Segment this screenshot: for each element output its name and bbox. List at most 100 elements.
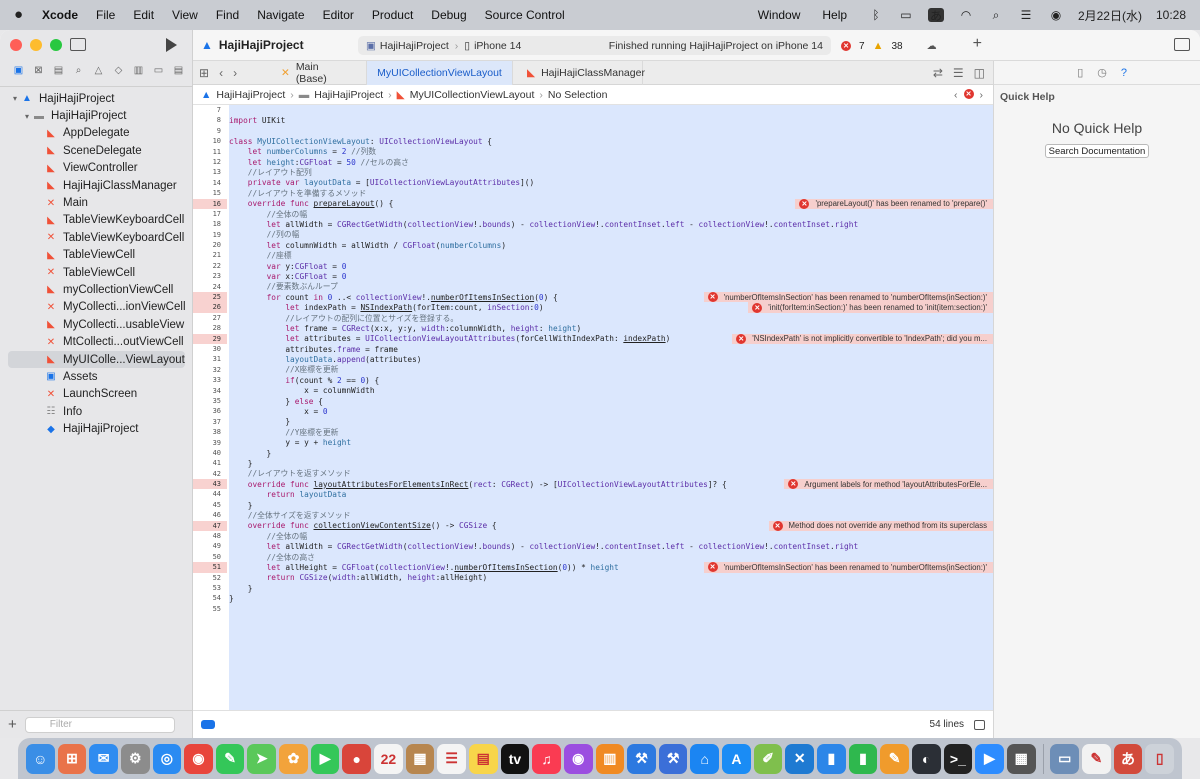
- code-line[interactable]: var y:CGFloat = 0: [229, 261, 993, 271]
- line-number[interactable]: 28: [212, 324, 221, 333]
- next-issue-icon[interactable]: ›: [979, 88, 984, 101]
- code-line[interactable]: //Y座標を更新: [229, 427, 993, 437]
- history-inspector-icon[interactable]: ◷: [1097, 67, 1107, 79]
- sidebar-item[interactable]: ◆HajiHajiProject: [0, 420, 193, 437]
- line-number[interactable]: 50: [212, 552, 221, 561]
- facetime-icon[interactable]: ▶: [310, 743, 340, 774]
- calendar-icon[interactable]: 22: [374, 743, 403, 774]
- vscode-icon[interactable]: ✕: [785, 743, 815, 774]
- line-number[interactable]: 49: [212, 542, 221, 551]
- issue-navigator-icon[interactable]: △: [94, 65, 103, 76]
- line-number[interactable]: 17: [212, 209, 221, 218]
- menu-app-name[interactable]: Xcode: [42, 8, 79, 22]
- run-button[interactable]: [166, 38, 177, 52]
- line-number[interactable]: 54: [212, 594, 221, 603]
- terminal-icon[interactable]: >_: [943, 743, 973, 774]
- pages-icon[interactable]: ✎: [880, 743, 909, 774]
- swap-icon[interactable]: ⇄: [932, 65, 943, 80]
- preview-icon[interactable]: ▭: [1050, 743, 1080, 774]
- toggle-navigator-icon[interactable]: [70, 38, 86, 51]
- code-line[interactable]: //X座標を更新: [229, 365, 993, 375]
- code-line[interactable]: let allWidth = CGRectGetWidth(collection…: [229, 219, 993, 229]
- code-line[interactable]: //全体の幅: [229, 209, 993, 219]
- disclosure-triangle-icon[interactable]: ▾: [12, 94, 17, 104]
- sidebar-item[interactable]: ▾▬HajiHajiProject: [0, 107, 193, 124]
- code-line[interactable]: //全体サイズを返すメソッド: [229, 510, 993, 520]
- chrome-icon[interactable]: ◉: [184, 743, 213, 774]
- line-number[interactable]: 52: [212, 573, 221, 582]
- code-line[interactable]: y = y + height: [229, 438, 993, 448]
- settings-icon[interactable]: ⚙: [120, 743, 150, 774]
- wifi-icon[interactable]: ◠: [960, 8, 972, 22]
- file-inspector-icon[interactable]: ▯: [1077, 67, 1084, 79]
- code-line[interactable]: if(count % 2 == 0) {: [229, 375, 993, 385]
- code-line[interactable]: for count in 0 ..< collectionView!.numbe…: [229, 292, 993, 303]
- code-line[interactable]: }: [229, 417, 993, 427]
- line-number[interactable]: 53: [212, 583, 221, 592]
- symbol-navigator-icon[interactable]: ▤: [53, 65, 64, 76]
- scheme-and-status[interactable]: ▣ HajiHajiProject › ▯ iPhone 14 Finished…: [358, 36, 831, 55]
- tab-my-ui-collection-view-layout[interactable]: MyUICollectionViewLayout: [367, 60, 513, 85]
- sidebar-item[interactable]: ✕LaunchScreen: [0, 386, 193, 403]
- safari-icon[interactable]: ◎: [152, 743, 182, 774]
- breadcrumb-selection[interactable]: No Selection: [547, 88, 608, 101]
- search-documentation-button[interactable]: Search Documentation: [1045, 144, 1149, 158]
- editor-options-icon[interactable]: ☰: [952, 65, 964, 80]
- debug-navigator-icon[interactable]: ▥: [133, 65, 144, 76]
- input-source-indicator[interactable]: あ: [927, 8, 944, 23]
- zoom-icon[interactable]: ▶: [975, 743, 1004, 774]
- line-number[interactable]: 19: [212, 230, 221, 239]
- breakpoint-navigator-icon[interactable]: ▭: [153, 65, 164, 76]
- sidebar-item[interactable]: ✕Main: [0, 194, 193, 211]
- line-number[interactable]: 8: [216, 116, 221, 125]
- inline-error-message[interactable]: ✕'numberOfItemsInSection' has been renam…: [703, 292, 993, 303]
- sidebar-item[interactable]: ◣ViewController: [0, 160, 193, 177]
- textedit-icon[interactable]: ✎: [1082, 743, 1111, 774]
- line-number[interactable]: 24: [212, 282, 221, 291]
- spotlight-search-icon[interactable]: ⌕: [992, 7, 1000, 22]
- trash-icon[interactable]: ▯: [1145, 743, 1175, 774]
- line-number[interactable]: 31: [212, 355, 221, 364]
- code-line[interactable]: //全体の高さ: [229, 552, 993, 562]
- line-number[interactable]: 11: [212, 147, 221, 156]
- calculator-icon[interactable]: ▦: [1006, 743, 1036, 774]
- line-number[interactable]: 9: [216, 126, 221, 135]
- code-line[interactable]: x = columnWidth: [229, 386, 993, 396]
- sidebar-item[interactable]: ◣HajiHajiClassManager: [0, 177, 193, 194]
- menu-file[interactable]: File: [96, 8, 116, 22]
- test-navigator-icon[interactable]: ◇: [114, 65, 123, 76]
- notes-brown-icon[interactable]: ▦: [405, 743, 435, 774]
- sidebar-item[interactable]: ▾▲HajiHajiProject: [0, 90, 193, 107]
- library-plus-button[interactable]: +: [972, 35, 982, 52]
- line-number[interactable]: 26: [193, 302, 227, 313]
- line-number[interactable]: 32: [212, 365, 221, 374]
- line-number[interactable]: 55: [212, 604, 221, 613]
- line-number[interactable]: 46: [212, 511, 221, 520]
- line-number[interactable]: 37: [212, 417, 221, 426]
- line-number[interactable]: 18: [212, 220, 221, 229]
- line-number[interactable]: 44: [212, 490, 221, 499]
- xcode-alt-icon[interactable]: ⌂: [690, 743, 720, 774]
- sidebar-item[interactable]: ◣MyUIColle...ViewLayout: [8, 350, 185, 369]
- books-icon[interactable]: ▥: [595, 743, 625, 774]
- code-line[interactable]: return CGSize(width:allWidth, height:all…: [229, 573, 993, 583]
- code-line[interactable]: }: [229, 593, 993, 603]
- minimap-toggle-icon[interactable]: [974, 719, 985, 730]
- issue-counts[interactable]: ✕ 7 ▲ 38 ☁: [841, 40, 937, 52]
- breadcrumb-file[interactable]: MyUICollectionViewLayout: [409, 88, 535, 101]
- bluetooth-icon[interactable]: ᛒ: [872, 8, 880, 22]
- line-number[interactable]: 45: [212, 500, 221, 509]
- menu-date[interactable]: 2月22日(水): [1077, 8, 1142, 23]
- code-line[interactable]: override func collectionViewContentSize(…: [229, 520, 993, 532]
- line-number[interactable]: 29: [193, 333, 227, 344]
- inline-error-message[interactable]: ✕'init(forItem:inSection:)' has been ren…: [748, 302, 993, 313]
- finder-icon[interactable]: ☺: [26, 743, 55, 774]
- line-number[interactable]: 20: [212, 241, 221, 250]
- line-number[interactable]: 34: [212, 386, 221, 395]
- line-number[interactable]: 39: [212, 438, 221, 447]
- coteditor-icon[interactable]: ✐: [753, 743, 783, 774]
- line-number[interactable]: 7: [216, 106, 221, 114]
- code-line[interactable]: [229, 105, 993, 115]
